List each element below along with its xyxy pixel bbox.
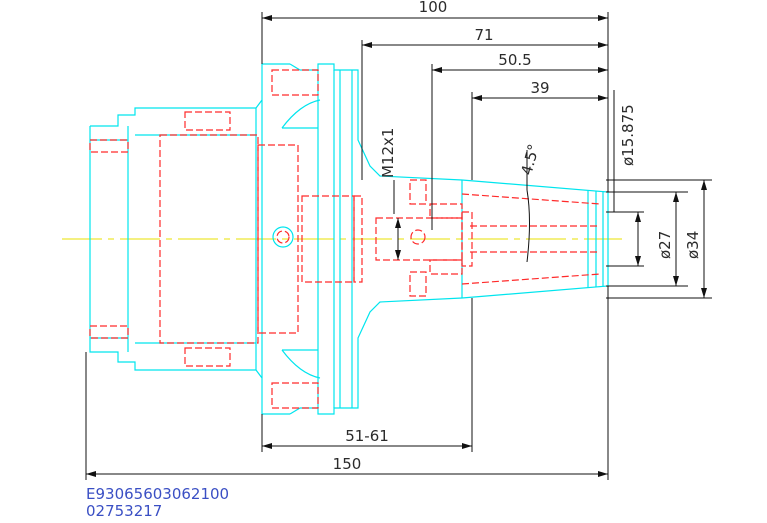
dim-angle-4-5: 4.5°: [517, 142, 543, 177]
part-number: E93065603062100: [86, 485, 230, 503]
dim-50-5: 50.5: [498, 51, 531, 69]
dim-dia-27: ø27: [656, 231, 674, 259]
article-number: 02753217: [86, 502, 163, 520]
dim-dia-15-875: ø15.875: [619, 104, 637, 166]
part-codes: E93065603062100 02753217: [86, 486, 229, 520]
dim-150: 150: [333, 455, 362, 473]
dimension-arrows: [86, 15, 707, 477]
dim-39: 39: [530, 79, 549, 97]
dim-100: 100: [419, 0, 448, 16]
dimension-lines: [85, 12, 712, 480]
dim-m12x1: M12x1: [379, 128, 397, 178]
dim-71: 71: [474, 26, 493, 44]
dim-51-61: 51-61: [345, 427, 389, 445]
dim-dia-34: ø34: [684, 231, 702, 259]
hidden-lines: [89, 69, 601, 409]
